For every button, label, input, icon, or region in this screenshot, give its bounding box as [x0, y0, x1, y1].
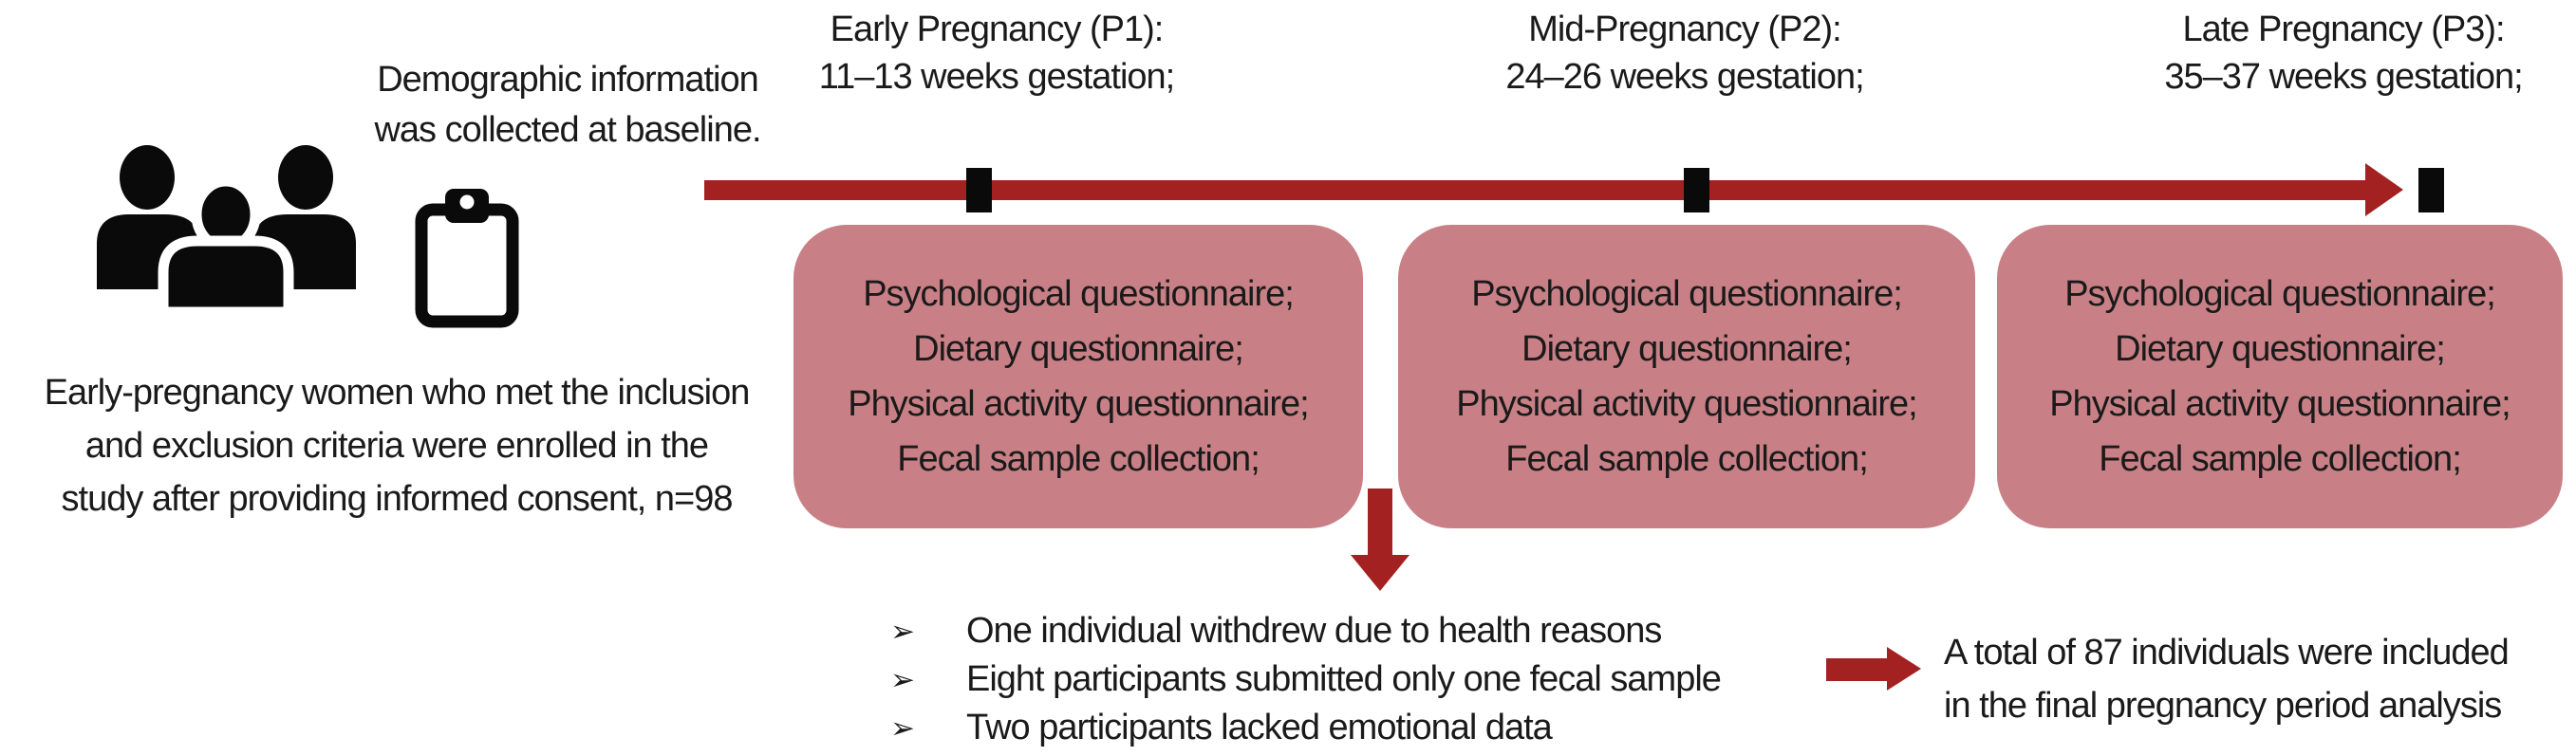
right-arrow-icon — [1826, 658, 1887, 681]
bullet-arrow-icon: ➢ — [890, 710, 915, 745]
assessment-p2-item2: Dietary questionnaire; — [1521, 329, 1853, 369]
exclusion-item: ➢ Two participants lacked emotional data — [890, 704, 1896, 752]
assessment-p1-item2: Dietary questionnaire; — [913, 329, 1244, 369]
enrollment-note-line2: and exclusion criteria were enrolled in … — [84, 426, 709, 466]
phase-p2-subtitle: 24–26 weeks gestation; — [1505, 57, 1864, 97]
phase-p1-title: Early Pregnancy (P1): — [830, 9, 1165, 49]
assessment-p3-item4: Fecal sample collection; — [2099, 439, 2462, 479]
assessment-p2-item4: Fecal sample collection; — [1505, 439, 1869, 479]
enrollment-note-line3: study after providing informed consent, … — [61, 479, 734, 519]
timeline-tick-p1 — [966, 168, 992, 212]
exclusion-list: ➢ One individual withdrew due to health … — [890, 607, 1896, 752]
exclusion-item: ➢ One individual withdrew due to health … — [890, 607, 1896, 655]
timeline-arrow-line — [704, 180, 2367, 200]
bullet-arrow-icon: ➢ — [890, 662, 915, 696]
clipboard-icon — [415, 189, 519, 328]
assessment-box-p1: Psychological questionnaire; Dietary que… — [793, 225, 1363, 528]
assessment-p1-item3: Physical activity questionnaire; — [848, 384, 1309, 424]
exclusion-item3-text: Two participants lacked emotional data — [966, 708, 1553, 747]
enrollment-note: Early-pregnancy women who met the inclus… — [0, 366, 793, 526]
baseline-note: Demographic information was collected at… — [349, 55, 786, 156]
phase-p2-title: Mid-Pregnancy (P2): — [1528, 9, 1841, 49]
assessment-p1-item1: Psychological questionnaire; — [863, 274, 1295, 314]
timeline-tick-p2 — [1684, 168, 1709, 212]
assessment-p3-item2: Dietary questionnaire; — [2115, 329, 2446, 369]
phase-header-p2: Mid-Pregnancy (P2): 24–26 weeks gestatio… — [1447, 6, 1922, 101]
assessment-box-p3: Psychological questionnaire; Dietary que… — [1997, 225, 2563, 528]
down-arrowhead-icon — [1351, 555, 1409, 591]
phase-p3-title: Late Pregnancy (P3): — [2182, 9, 2505, 49]
right-arrowhead-icon — [1887, 647, 1921, 691]
baseline-note-line1: Demographic information — [377, 60, 759, 100]
down-arrow-icon — [1368, 489, 1392, 557]
assessment-p3-item3: Physical activity questionnaire; — [2049, 384, 2511, 424]
assessment-p3-item1: Psychological questionnaire; — [2064, 274, 2496, 314]
assessment-p1-item4: Fecal sample collection; — [897, 439, 1260, 479]
phase-header-p1: Early Pregnancy (P1): 11–13 weeks gestat… — [759, 6, 1234, 101]
exclusion-item2-text: Eight participants submitted only one fe… — [966, 659, 1722, 699]
baseline-note-line2: was collected at baseline. — [374, 110, 761, 150]
timeline-arrowhead-icon — [2365, 163, 2403, 216]
phase-header-p3: Late Pregnancy (P3): 35–37 weeks gestati… — [2112, 6, 2575, 101]
enrollment-note-line1: Early-pregnancy women who met the inclus… — [44, 373, 751, 413]
people-group-icon — [97, 145, 356, 313]
phase-p3-subtitle: 35–37 weeks gestation; — [2164, 57, 2523, 97]
final-note-line1: A total of 87 individuals were included — [1944, 633, 2510, 673]
final-analysis-note: A total of 87 individuals were included … — [1944, 626, 2570, 732]
assessment-box-p2: Psychological questionnaire; Dietary que… — [1398, 225, 1975, 528]
final-note-line2: in the final pregnancy period analysis — [1944, 686, 2502, 726]
timeline-tick-p3 — [2418, 168, 2444, 212]
exclusion-item1-text: One individual withdrew due to health re… — [966, 611, 1662, 651]
assessment-p2-item3: Physical activity questionnaire; — [1456, 384, 1917, 424]
assessment-p2-item1: Psychological questionnaire; — [1471, 274, 1903, 314]
exclusion-item: ➢ Eight participants submitted only one … — [890, 655, 1896, 704]
bullet-arrow-icon: ➢ — [890, 614, 915, 648]
phase-p1-subtitle: 11–13 weeks gestation; — [818, 57, 1175, 97]
